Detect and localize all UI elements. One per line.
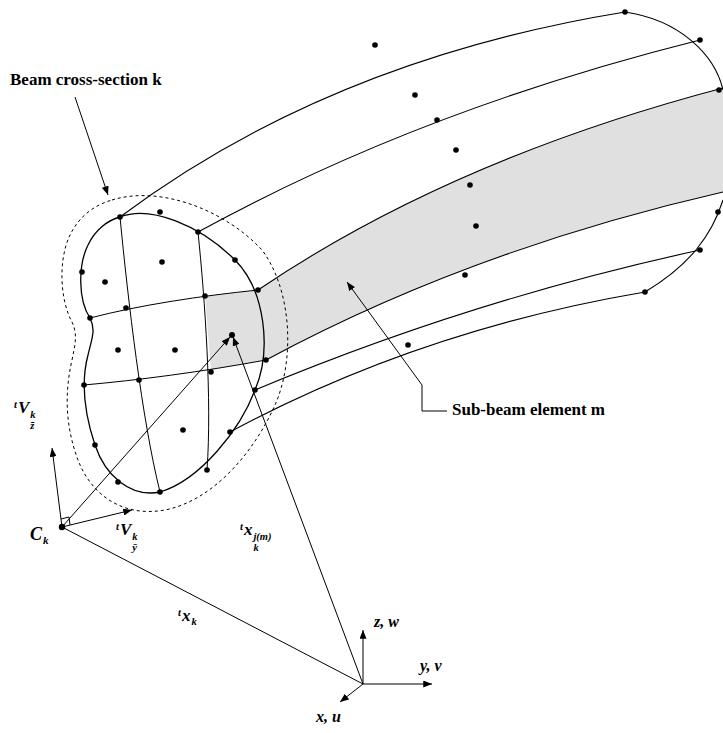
superscript: t bbox=[240, 521, 243, 532]
section-dashed-outline bbox=[62, 196, 288, 512]
beam-end bbox=[625, 12, 723, 90]
node-dot bbox=[263, 357, 269, 363]
node-dot bbox=[715, 209, 721, 215]
beam-edge bbox=[120, 12, 625, 217]
director-vector bbox=[52, 448, 62, 527]
mesh-line bbox=[120, 217, 160, 492]
beam-end bbox=[645, 200, 723, 292]
subscript: z̄ bbox=[30, 420, 35, 431]
callout-label: Sub-beam element m bbox=[452, 400, 605, 420]
symbol: V bbox=[18, 398, 29, 417]
axis-label: z, w bbox=[374, 612, 399, 631]
symbol: C bbox=[30, 524, 42, 544]
node-dot bbox=[136, 377, 142, 383]
band-edge bbox=[266, 192, 723, 360]
beam-edge bbox=[198, 40, 700, 232]
node-dot bbox=[204, 467, 210, 473]
node-dot bbox=[473, 223, 479, 229]
node-dot bbox=[252, 387, 258, 393]
sub-beam-band bbox=[258, 88, 723, 360]
superscript: t bbox=[14, 399, 17, 410]
node-dot bbox=[412, 92, 418, 98]
superscript: t bbox=[178, 607, 181, 618]
symbol: x bbox=[244, 520, 253, 539]
position-vector bbox=[62, 337, 230, 527]
sub-beam-cell bbox=[205, 290, 267, 370]
symbol: x bbox=[182, 606, 191, 625]
leader-line bbox=[75, 97, 108, 195]
position-vector bbox=[62, 527, 363, 684]
superscript: j(m) bbox=[253, 531, 271, 542]
vector-label: txj(m)k bbox=[240, 520, 272, 553]
node-dot bbox=[462, 272, 468, 278]
node-dot bbox=[157, 489, 163, 495]
axis-arrow bbox=[363, 630, 364, 684]
subscript: k bbox=[191, 616, 196, 627]
leader-line bbox=[347, 282, 447, 411]
node-dot bbox=[716, 87, 722, 93]
node-dot bbox=[697, 37, 703, 43]
node-dot bbox=[697, 247, 703, 253]
mesh-line bbox=[84, 360, 266, 385]
node-dot bbox=[232, 257, 238, 263]
node-dot bbox=[123, 305, 129, 311]
mesh-line bbox=[198, 232, 209, 470]
node-dot bbox=[159, 259, 165, 265]
vector-label: tVkȳ bbox=[116, 520, 138, 553]
symbol: V bbox=[120, 520, 131, 539]
mesh-line bbox=[90, 290, 258, 318]
axis-arrow bbox=[340, 684, 363, 702]
subscript: ȳ bbox=[132, 542, 137, 553]
node-dot bbox=[622, 9, 628, 15]
node-dot bbox=[195, 229, 201, 235]
node-dot bbox=[405, 342, 411, 348]
vector-label: tVkz̄ bbox=[14, 398, 36, 431]
node-dot bbox=[79, 269, 85, 275]
node-dot bbox=[115, 479, 121, 485]
callout-label: Beam cross-section k bbox=[10, 70, 162, 90]
node-dot bbox=[157, 209, 163, 215]
node-dot bbox=[453, 147, 459, 153]
right-angle-mark bbox=[61, 517, 70, 525]
beam-edge bbox=[255, 250, 700, 390]
node-dot bbox=[102, 279, 108, 285]
node-dot bbox=[202, 293, 208, 299]
node-dot bbox=[255, 287, 261, 293]
node-dot bbox=[87, 315, 93, 321]
node-dot bbox=[81, 382, 87, 388]
subscript: k bbox=[43, 534, 49, 546]
node-dot bbox=[208, 369, 214, 375]
node-dot bbox=[115, 347, 121, 353]
node-dot bbox=[180, 427, 186, 433]
position-vector bbox=[233, 337, 363, 684]
node-dot bbox=[372, 42, 378, 48]
axis-arrow bbox=[363, 684, 432, 685]
node-dot bbox=[172, 347, 178, 353]
superscript: t bbox=[116, 521, 119, 532]
point-label: Ck bbox=[30, 524, 49, 546]
node-dot bbox=[434, 117, 440, 123]
index-stack: kȳ bbox=[132, 531, 137, 553]
node-dot bbox=[229, 332, 235, 338]
axis-label: y, v bbox=[420, 656, 442, 675]
vector-label: txk bbox=[178, 606, 197, 626]
index-stack: j(m)k bbox=[253, 531, 271, 553]
node-dot bbox=[92, 442, 98, 448]
node-dot bbox=[467, 182, 473, 188]
subscript: k bbox=[253, 542, 271, 553]
superscript: k bbox=[132, 531, 137, 542]
axis-label: x, u bbox=[316, 707, 341, 726]
node-dot bbox=[227, 429, 233, 435]
superscript: k bbox=[30, 409, 35, 420]
node-dot bbox=[117, 214, 123, 220]
node-dot bbox=[642, 289, 648, 295]
section-outline bbox=[81, 214, 264, 493]
node-dot bbox=[59, 524, 65, 530]
index-stack: kz̄ bbox=[30, 409, 35, 431]
